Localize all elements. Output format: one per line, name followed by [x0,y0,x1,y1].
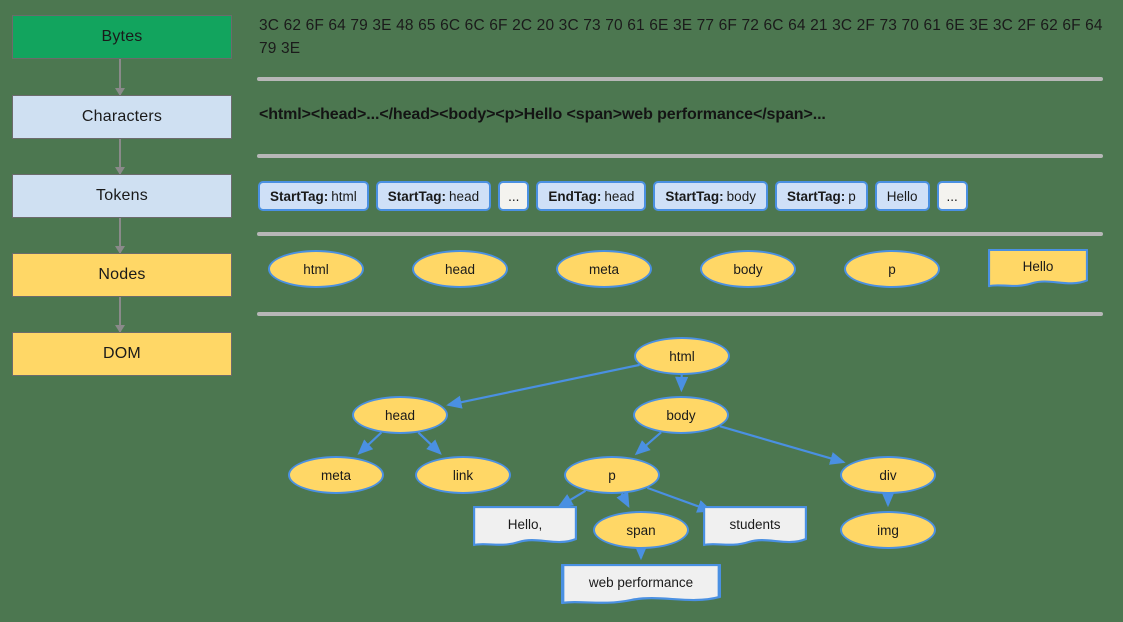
pipeline-stage-bytes[interactable]: Bytes [12,15,232,59]
dom-tree-edge [634,431,662,456]
characters-markup-text: <html><head>...</head><body><p>Hello <sp… [259,106,826,123]
node-ellipse[interactable]: meta [556,250,652,288]
token-kind: EndTag: [548,188,602,204]
dom-node-element[interactable]: p [564,456,660,494]
pipeline-stage-nodes[interactable]: Nodes [12,253,232,297]
dom-tree-edge [446,363,640,409]
token-name: body [726,188,756,204]
dom-node-text[interactable]: students [703,506,807,548]
dom-node-label: web performance [588,575,694,590]
separator-rule [257,154,1103,158]
token-chip[interactable]: StartTag:html [258,181,369,211]
dom-tree-edge [616,491,630,509]
token-name: ... [508,188,520,204]
node-ellipse[interactable]: html [268,250,364,288]
dom-node-element[interactable]: div [840,456,936,494]
pipeline-arrow-tokens-to-nodes [115,218,125,254]
dom-node-element[interactable]: span [593,511,689,549]
dom-tree-edge [357,431,383,455]
pipeline-arrow-nodes-to-dom [115,297,125,333]
pipeline-stage-label: DOM [103,345,141,362]
token-chip[interactable]: ... [936,181,968,211]
node-text-document[interactable]: Hello [988,249,1088,289]
dom-node-element[interactable]: img [840,511,936,549]
dom-tree-edge [557,489,587,508]
token-kind: StartTag: [387,188,447,204]
separator-rule [257,77,1103,81]
pipeline-stage-label: Nodes [98,266,146,283]
separator-rule [257,232,1103,236]
dom-node-text[interactable]: web performance [561,564,721,606]
token-name: ... [946,188,958,204]
pipeline-stage-tokens[interactable]: Tokens [12,174,232,218]
token-chip[interactable]: StartTag:p [774,181,868,211]
node-label: Hello [1022,259,1054,274]
token-name: p [848,188,856,204]
node-ellipse[interactable]: head [412,250,508,288]
token-kind: StartTag: [786,188,846,204]
token-chip[interactable]: Hello [874,181,930,211]
dom-tree-edge [417,431,442,455]
pipeline-stage-label: Tokens [96,187,148,204]
separator-rule [257,312,1103,316]
bytes-hex-text: 3C 62 6F 64 79 3E 48 65 6C 6C 6F 2C 20 3… [259,17,1103,57]
token-kind: StartTag: [665,188,724,204]
dom-node-element[interactable]: body [633,396,729,434]
pipeline-stage-label: Bytes [101,28,143,45]
token-chip[interactable]: ... [498,181,530,211]
pipeline-arrow-characters-to-tokens [115,139,125,175]
token-name: Hello [886,188,918,204]
dom-tree-edges [357,363,895,561]
dom-node-element[interactable]: link [415,456,511,494]
pipeline-stage-dom[interactable]: DOM [12,332,232,376]
token-name: head [449,188,480,204]
pipeline-arrow-bytes-to-characters [115,59,125,96]
dom-tree-edge [719,425,846,465]
dom-node-element[interactable]: head [352,396,448,434]
dom-node-label: students [729,517,781,532]
dom-node-text[interactable]: Hello, [473,506,577,548]
pipeline-stage-label: Characters [81,108,163,125]
dom-tree-edge [646,486,713,513]
node-ellipse[interactable]: body [700,250,796,288]
node-list: html head meta body p Hello [268,249,1088,289]
dom-node-element[interactable]: meta [288,456,384,494]
token-chip[interactable]: EndTag:head [536,181,647,211]
token-name: head [604,188,635,204]
token-name: html [331,188,357,204]
token-chip[interactable]: StartTag:body [653,181,768,211]
pipeline-stage-characters[interactable]: Characters [12,95,232,139]
dom-node-label: Hello, [507,517,543,532]
token-chip[interactable]: StartTag:head [375,181,492,211]
node-ellipse[interactable]: p [844,250,940,288]
dom-node-element[interactable]: html [634,337,730,375]
token-kind: StartTag: [270,188,329,204]
